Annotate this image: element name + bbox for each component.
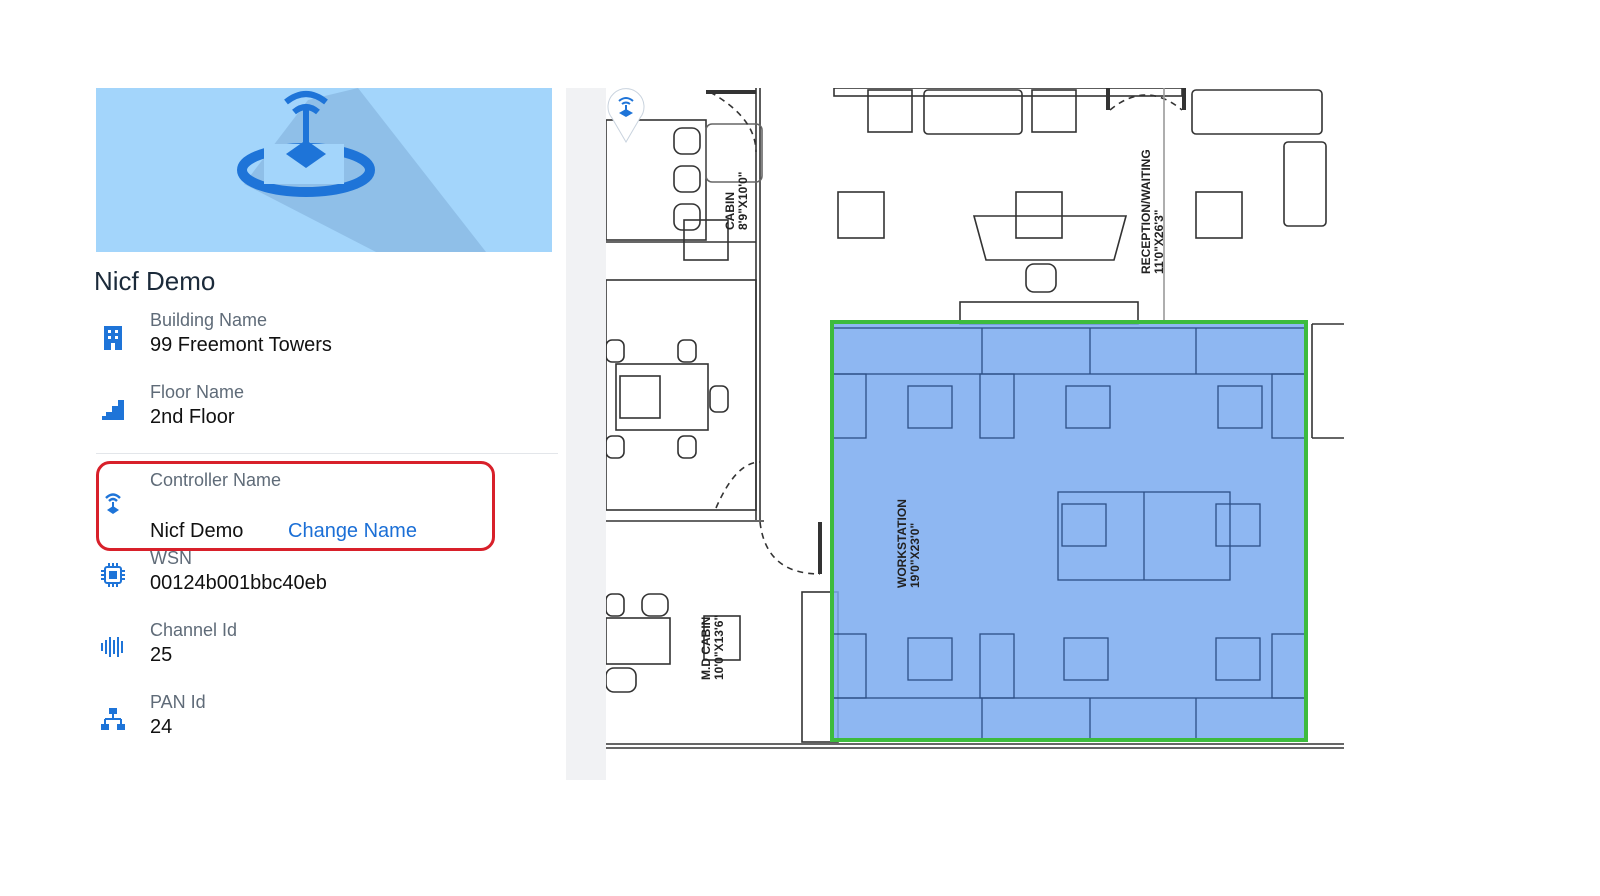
channel-id-field: Channel Id 25 [96, 620, 556, 676]
network-icon [101, 708, 125, 730]
controller-illustration-icon [237, 88, 486, 252]
change-name-link[interactable]: Change Name [288, 520, 417, 542]
controller-banner [96, 88, 552, 252]
floor-plan-drawing [606, 88, 1344, 749]
wsn-label: WSN [150, 548, 192, 568]
wsn-field: WSN 00124b001bbc40eb [96, 548, 556, 604]
signal-bars-icon [101, 637, 123, 657]
pan-id-value: 24 [150, 716, 173, 738]
controller-location-marker-icon[interactable] [606, 88, 646, 144]
floor-name-field: Floor Name 2nd Floor [96, 382, 556, 438]
md-cabin-room-label: M.D CABIN 10'0"X13'6" [699, 614, 726, 680]
floor-name-label: Floor Name [150, 382, 245, 402]
channel-id-label: Channel Id [150, 620, 238, 640]
controller-name-value: Nicf Demo [150, 520, 244, 542]
controller-name-highlight [96, 461, 495, 551]
building-name-value: 99 Freemont Towers [150, 334, 332, 356]
channel-id-value: 25 [150, 644, 173, 666]
wsn-value: 00124b001bbc40eb [150, 572, 327, 594]
floor-name-value: 2nd Floor [150, 406, 235, 428]
building-name-label: Building Name [150, 310, 268, 330]
controller-title: Nicf Demo [94, 266, 216, 296]
chip-icon [101, 563, 125, 587]
pan-id-field: PAN Id 24 [96, 692, 556, 748]
controller-name-field: Controller Name Nicf Demo Change Name [96, 470, 556, 550]
controller-details-panel: Nicf Demo Building Name 99 Freemont Towe… [94, 88, 558, 778]
cabin-room-label: CABIN 8'9"X10'0" [723, 171, 750, 230]
stairs-icon [102, 400, 124, 420]
building-name-field: Building Name 99 Freemont Towers [96, 310, 556, 366]
building-icon [104, 326, 122, 350]
section-divider [96, 453, 558, 454]
reception-room-label: RECEPTION/WAITING 11'0"X26'3" [1139, 149, 1166, 274]
wifi-router-icon [105, 493, 121, 514]
pan-id-label: PAN Id [150, 692, 206, 712]
panel-separator [566, 88, 606, 780]
controller-name-label: Controller Name [150, 470, 282, 490]
workstation-room-label: WORKSTATION 19'0"X23'0" [895, 499, 922, 588]
floor-plan[interactable]: CABIN 8'9"X10'0" RECEPTION/WAITING 11'0"… [606, 88, 1344, 780]
